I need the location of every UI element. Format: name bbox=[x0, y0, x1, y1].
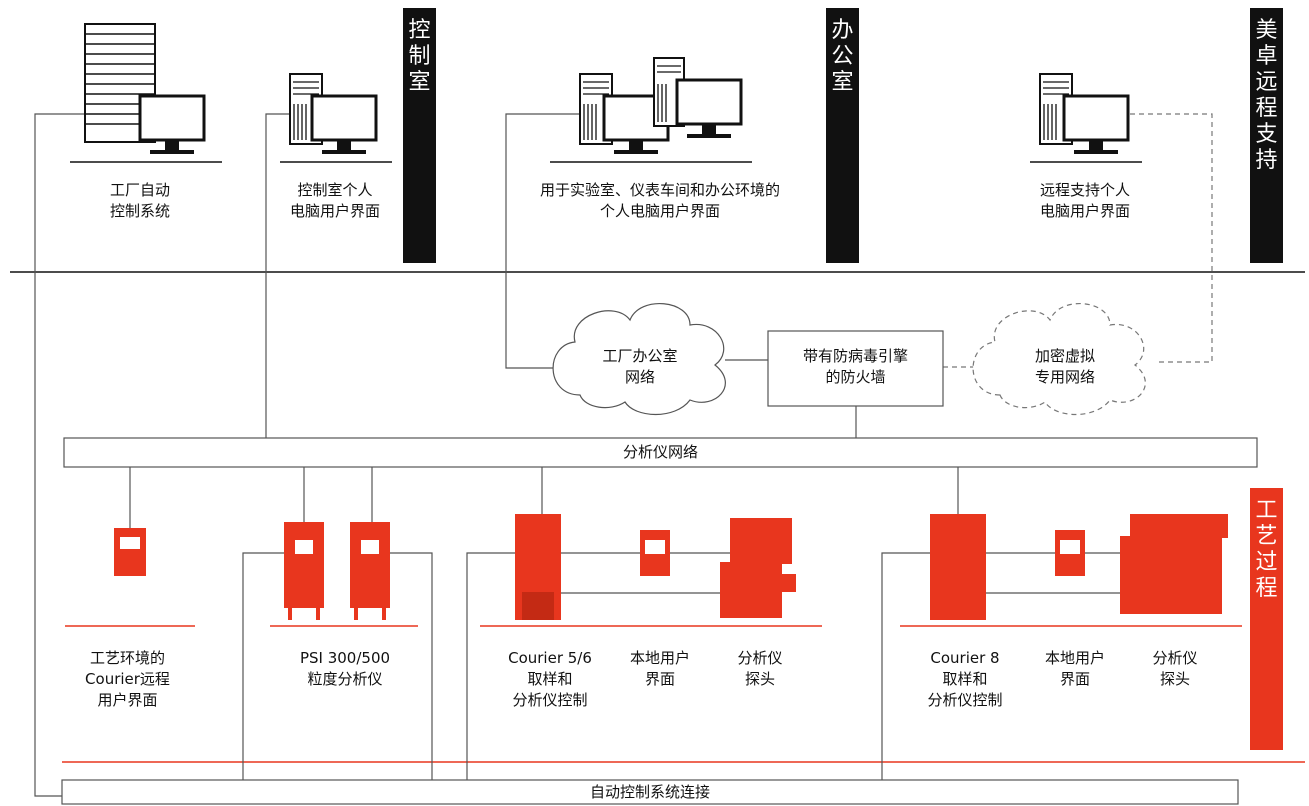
remote-pc-label: 远程支持个人电脑用户界面 bbox=[1039, 181, 1130, 220]
probe-1-label: 分析仪探头 bbox=[737, 649, 783, 688]
analyzer-network-bar bbox=[63, 437, 1258, 468]
factory-automation-label: 工厂自动控制系统 bbox=[109, 181, 170, 220]
control-room-pc-label: 控制室个人电脑用户界面 bbox=[289, 181, 380, 220]
automation-connection-label: 自动控制系统连接 bbox=[589, 783, 710, 801]
vpn-dashed-link bbox=[1130, 113, 1213, 363]
psi-analyzer-icon bbox=[284, 522, 324, 620]
factory-office-cloud bbox=[552, 302, 726, 416]
connection-lines bbox=[34, 113, 1120, 797]
remote-ui-panel-icon bbox=[114, 528, 146, 576]
vpn-label: 加密虚拟专用网络 bbox=[1034, 347, 1095, 386]
local-ui-1-label: 本地用户界面 bbox=[629, 649, 690, 688]
courier8-cabinet-icon bbox=[930, 514, 986, 620]
zone-tab-remote-support: 美卓远程支持 bbox=[1250, 8, 1283, 263]
firewall-box bbox=[767, 330, 944, 407]
monitor-icon bbox=[138, 94, 206, 154]
local-ui-2-label: 本地用户界面 bbox=[1044, 649, 1105, 688]
factory-office-network-label: 工厂办公室网络 bbox=[602, 347, 678, 386]
vpn-cloud bbox=[972, 302, 1146, 416]
courier56-cabinet-icon bbox=[515, 514, 561, 620]
probe-icon bbox=[720, 518, 796, 618]
automation-connection-bar bbox=[61, 779, 1239, 805]
monitor-icon bbox=[1062, 94, 1130, 154]
office-pc-label: 用于实验室、仪表车间和办公环境的个人电脑用户界面 bbox=[539, 181, 780, 220]
zone-tab-control-room: 控制室 bbox=[403, 8, 436, 263]
probe-2-label: 分析仪探头 bbox=[1152, 649, 1198, 688]
firewall-label: 带有防病毒引擎的防火墙 bbox=[802, 347, 908, 386]
probe-icon bbox=[1120, 514, 1228, 614]
monitor-icon bbox=[310, 94, 378, 154]
local-ui-icon bbox=[640, 530, 670, 576]
monitor-icon bbox=[675, 78, 743, 138]
psi-analyzer-icon bbox=[350, 522, 390, 620]
zone-tab-office: 办公室 bbox=[826, 8, 859, 263]
local-ui-icon bbox=[1055, 530, 1085, 576]
analyzer-network-label: 分析仪网络 bbox=[622, 443, 698, 461]
zone-tab-process: 工艺过程 bbox=[1250, 488, 1283, 750]
